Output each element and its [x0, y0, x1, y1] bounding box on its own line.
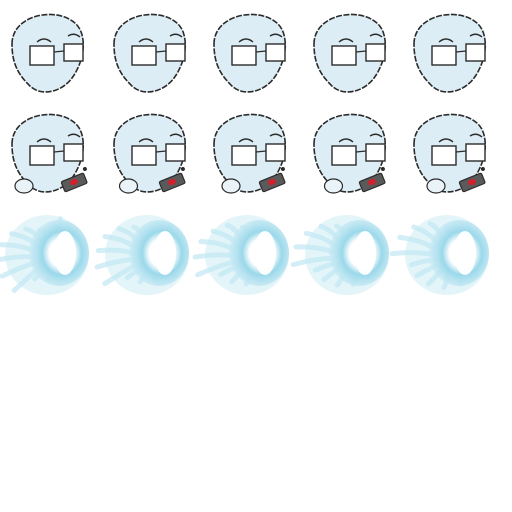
glasses-bridge — [255, 150, 267, 153]
hand-shape — [426, 178, 446, 194]
glasses-bridge — [355, 50, 367, 53]
burst-core — [154, 231, 176, 275]
glasses-bridge — [155, 50, 167, 53]
burst-core — [454, 231, 476, 275]
glasses-bridge — [355, 150, 367, 153]
left-lens — [331, 145, 357, 166]
left-brow — [438, 138, 454, 143]
idle-face-frame — [11, 13, 84, 93]
glasses-bridge — [455, 150, 467, 153]
detonator-button — [168, 178, 176, 186]
energy-burst-frame — [290, 215, 389, 295]
left-lens — [29, 145, 55, 166]
right-lens — [265, 143, 286, 162]
detonator-button — [468, 178, 476, 186]
glasses-bridge — [53, 150, 65, 153]
detonator-face-frame — [11, 113, 88, 194]
left-brow — [36, 138, 52, 143]
right-brow — [369, 133, 383, 138]
burst-core — [54, 231, 76, 275]
left-lens — [131, 145, 157, 166]
antenna-tip — [82, 166, 87, 171]
glasses-bridge — [155, 150, 167, 153]
antenna-tip — [480, 166, 485, 171]
left-lens — [231, 45, 257, 66]
right-lens — [465, 143, 486, 162]
right-brow — [169, 33, 183, 38]
row-face-holding-detonator — [11, 113, 486, 194]
glasses-bridge — [53, 50, 65, 53]
glasses-bridge — [255, 50, 267, 53]
idle-face-frame — [313, 13, 386, 93]
left-brow — [338, 38, 354, 43]
detonator-device — [458, 166, 486, 193]
row-energy-burst — [0, 215, 489, 295]
detonator-button — [268, 178, 276, 186]
idle-face-frame — [413, 13, 486, 93]
detonator-button — [368, 178, 376, 186]
left-lens — [231, 145, 257, 166]
detonator-face-frame — [413, 113, 486, 194]
antenna-tip — [280, 166, 285, 171]
detonator-device — [258, 166, 286, 193]
left-lens — [29, 45, 55, 66]
left-brow — [338, 138, 354, 143]
right-lens — [365, 143, 386, 162]
left-brow — [138, 38, 154, 43]
right-brow — [469, 33, 483, 38]
left-brow — [36, 38, 52, 43]
right-brow — [369, 33, 383, 38]
right-lens — [63, 43, 84, 62]
right-lens — [165, 43, 186, 62]
right-brow — [469, 133, 483, 138]
left-lens — [431, 45, 457, 66]
glasses-bridge — [455, 50, 467, 53]
antenna-tip — [380, 166, 385, 171]
left-lens — [431, 145, 457, 166]
right-lens — [165, 143, 186, 162]
energy-burst-frame — [0, 215, 89, 295]
left-brow — [238, 38, 254, 43]
right-brow — [269, 133, 283, 138]
energy-burst-frame — [94, 215, 189, 295]
hand-shape — [14, 178, 34, 194]
burst-core — [354, 231, 376, 275]
detonator-face-frame — [313, 113, 386, 194]
detonator-device — [158, 166, 186, 193]
right-lens — [365, 43, 386, 62]
detonator-device — [358, 166, 386, 193]
energy-burst-frame — [389, 215, 489, 295]
detonator-face-frame — [113, 113, 186, 194]
detonator-face-frame — [213, 113, 286, 194]
energy-burst-frame — [192, 215, 289, 295]
left-brow — [438, 38, 454, 43]
left-lens — [331, 45, 357, 66]
right-lens — [265, 43, 286, 62]
right-lens — [63, 143, 84, 162]
hand-shape — [118, 178, 139, 194]
right-brow — [67, 33, 81, 38]
left-brow — [138, 138, 154, 143]
idle-face-frame — [213, 13, 286, 93]
burst-core — [254, 231, 276, 275]
idle-face-frame — [113, 13, 186, 93]
left-lens — [131, 45, 157, 66]
detonator-device — [60, 166, 88, 193]
right-lens — [465, 43, 486, 62]
right-brow — [269, 33, 283, 38]
hand-shape — [323, 178, 344, 194]
row-face-idle — [11, 13, 486, 93]
right-brow — [169, 133, 183, 138]
detonator-button — [70, 178, 78, 186]
hand-shape — [221, 178, 241, 194]
left-brow — [238, 138, 254, 143]
antenna-tip — [180, 166, 185, 171]
right-brow — [67, 133, 81, 138]
